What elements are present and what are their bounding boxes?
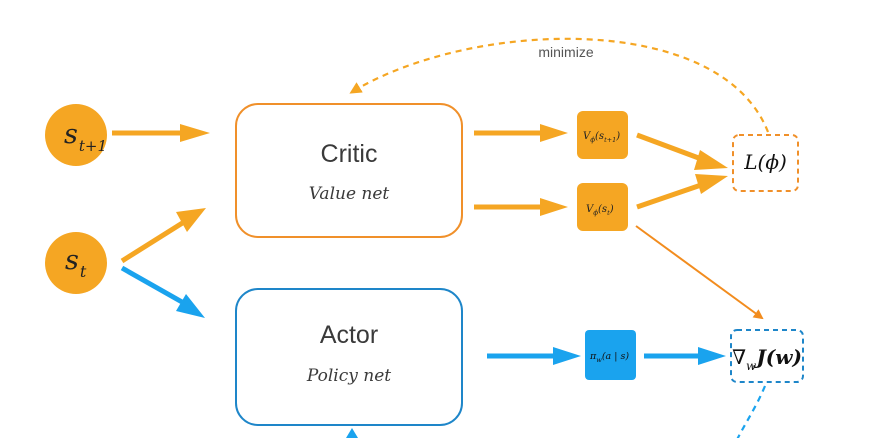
svg-text:st+1: st+1 [64,119,107,155]
state-next-node: st+1 [45,104,107,166]
gradient-box: ∇wJ(w) [730,329,804,383]
arrow-critic-to-vnext [474,124,568,142]
arrow-current-to-actor [120,265,205,318]
arrow-policy-to-gradient [644,347,726,365]
state-current-node: st [45,232,107,294]
value-current-box: Vϕ(st) [577,183,628,231]
gradient-body: J(w) [752,345,802,369]
minimize-label: minimize [538,44,593,60]
svg-text:πw(a | s): πw(a | s) [589,351,629,364]
loss-box: L(ϕ) [732,134,799,192]
update-arrow-blue [736,385,767,438]
svg-text:∇wJ(w): ∇wJ(w) [732,345,802,373]
svg-text:Vϕ(st+1): Vϕ(st+1) [583,131,620,144]
state-next-sub: t+1 [79,137,107,155]
svg-text:Vϕ(st): Vϕ(st) [586,204,614,217]
actor-box: Actor Policy net [235,288,463,426]
nabla-symbol: ∇ [732,345,746,369]
gradient-sub: w [746,359,757,373]
arrow-actor-to-policy [487,347,581,365]
arrow-critic-to-vcurrent [474,198,568,216]
critic-box: Critic Value net [235,103,463,238]
update-arrowhead-blue [346,428,358,438]
critic-title: Critic [321,140,378,168]
state-current-sub: t [80,262,87,281]
minimize-arrow [349,37,770,133]
state-current-base: s [65,245,79,276]
state-next-base: s [64,119,78,150]
arrow-vnext-to-loss [636,132,728,170]
loss-label: L(ϕ) [743,150,787,174]
policy-box: πw(a | s) [585,330,636,380]
arrow-next-to-critic [112,124,210,142]
arrow-current-to-critic [120,208,206,264]
actor-title: Actor [320,321,378,349]
value-next-box: Vϕ(st+1) [577,111,628,159]
arrow-vcurrent-to-gradient [635,225,764,320]
svg-text:st: st [65,245,87,281]
actor-subtitle: Policy net [306,366,391,386]
critic-subtitle: Value net [309,184,390,204]
arrow-vcurrent-to-loss [636,174,728,210]
